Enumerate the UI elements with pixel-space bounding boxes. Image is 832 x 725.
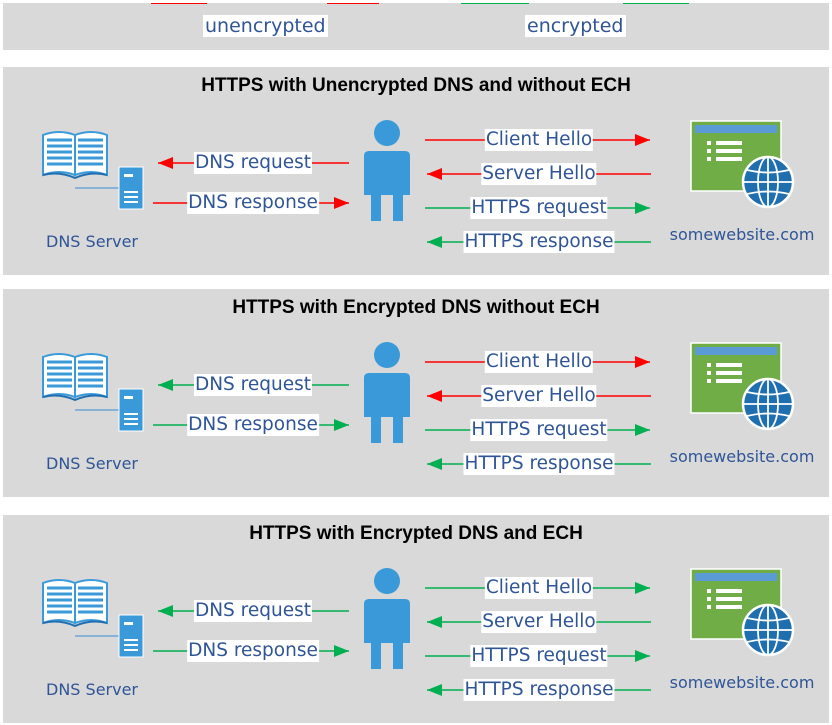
user-icon bbox=[364, 120, 410, 221]
legend-encrypted-line-right bbox=[623, 3, 689, 4]
dns-book-icon bbox=[42, 579, 108, 628]
server-hello-label: Server Hello bbox=[481, 163, 597, 185]
https-request-label: HTTPS request bbox=[470, 419, 608, 441]
website-caption: somewebsite.com bbox=[669, 673, 815, 692]
server-hello-label: Server Hello bbox=[481, 611, 597, 633]
panel-title: HTTPS with Unencrypted DNS and without E… bbox=[201, 75, 631, 96]
legend: unencrypted encrypted bbox=[3, 3, 829, 50]
dns-response-label: DNS response bbox=[187, 414, 319, 436]
dns-server-icon bbox=[75, 614, 144, 658]
website-caption: somewebsite.com bbox=[669, 225, 815, 244]
panel-title: HTTPS with Encrypted DNS without ECH bbox=[232, 297, 600, 318]
dns-server-caption: DNS Server bbox=[46, 454, 138, 473]
https-response-label: HTTPS response bbox=[463, 453, 615, 475]
dns-server-icon bbox=[75, 166, 144, 210]
website-globe-icon bbox=[690, 120, 795, 209]
panel-unencrypted-dns-no-ech: HTTPS with Unencrypted DNS and without E… bbox=[3, 67, 829, 275]
user-icon bbox=[364, 342, 410, 443]
website-globe-icon bbox=[690, 342, 795, 431]
legend-unencrypted-label: unencrypted bbox=[203, 15, 328, 37]
panel-title: HTTPS with Encrypted DNS and ECH bbox=[249, 523, 583, 544]
dns-request-label: DNS request bbox=[193, 152, 313, 174]
dns-request-label: DNS request bbox=[193, 600, 313, 622]
https-request-label: HTTPS request bbox=[470, 197, 608, 219]
server-hello-label: Server Hello bbox=[481, 385, 597, 407]
dns-book-icon bbox=[42, 353, 108, 402]
website-globe-icon bbox=[690, 568, 795, 657]
panel-encrypted-dns-with-ech: HTTPS with Encrypted DNS and ECH DNS requ… bbox=[3, 515, 829, 723]
legend-encrypted-line-left bbox=[461, 3, 529, 4]
https-response-label: HTTPS response bbox=[463, 679, 615, 701]
dns-server-caption: DNS Server bbox=[46, 680, 138, 699]
user-icon bbox=[364, 568, 410, 669]
dns-server-icon bbox=[75, 388, 144, 432]
dns-book-icon bbox=[42, 131, 108, 180]
dns-request-label: DNS request bbox=[193, 374, 313, 396]
https-response-label: HTTPS response bbox=[463, 231, 615, 253]
legend-encrypted-label: encrypted bbox=[525, 15, 626, 37]
dns-response-label: DNS response bbox=[187, 192, 319, 214]
https-request-label: HTTPS request bbox=[470, 645, 608, 667]
client-hello-label: Client Hello bbox=[484, 129, 594, 151]
diagram-canvas bbox=[42, 120, 795, 248]
legend-unencrypted-line-right bbox=[327, 3, 379, 4]
diagram-canvas bbox=[42, 342, 795, 470]
dns-server-caption: DNS Server bbox=[46, 232, 138, 251]
panel-encrypted-dns-no-ech: HTTPS with Encrypted DNS without ECH DNS … bbox=[3, 289, 829, 497]
client-hello-label: Client Hello bbox=[484, 577, 594, 599]
dns-response-label: DNS response bbox=[187, 640, 319, 662]
website-caption: somewebsite.com bbox=[669, 447, 815, 466]
legend-unencrypted-line-left bbox=[151, 3, 207, 4]
client-hello-label: Client Hello bbox=[484, 351, 594, 373]
